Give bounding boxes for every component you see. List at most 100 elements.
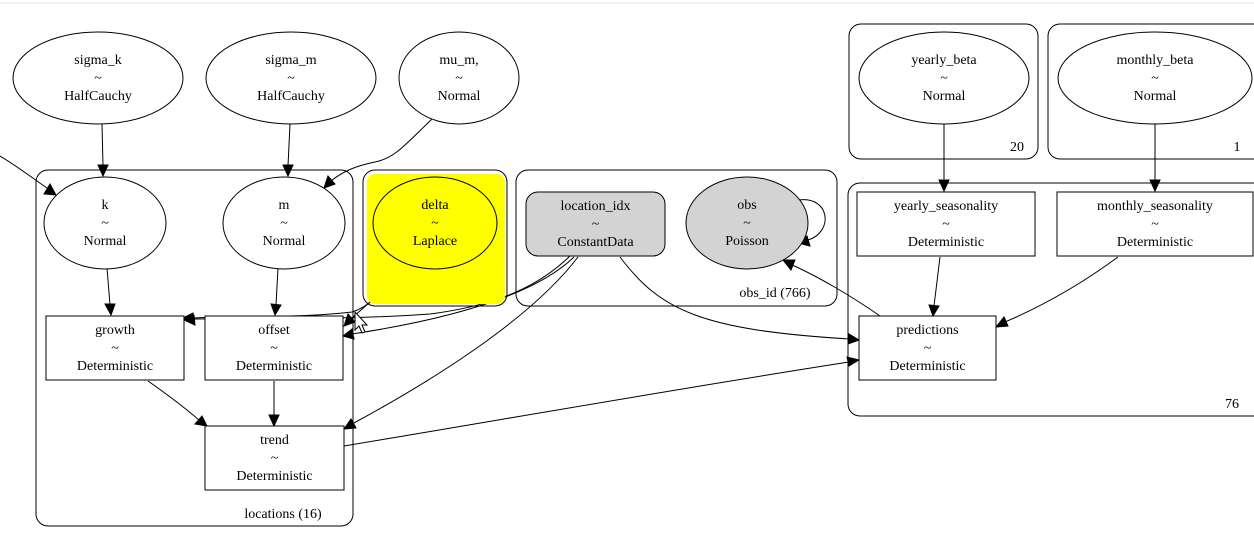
node-name: yearly_seasonality <box>894 199 998 214</box>
node-name: predictions <box>896 323 958 338</box>
node-shape <box>398 31 520 125</box>
node-separator: ~ <box>743 216 751 231</box>
node-m[interactable]: m~Normal <box>222 176 346 270</box>
node-shape <box>222 176 346 270</box>
edge-monthly-seasonality-predictions-arrow <box>994 316 1009 328</box>
node-monthly-seasonality[interactable]: monthly_seasonality~Deterministic <box>1056 191 1254 257</box>
edge-predictions-obs <box>791 264 881 317</box>
node-distribution: Deterministic <box>77 359 153 374</box>
node-separator: ~ <box>280 216 288 231</box>
node-distribution: Deterministic <box>236 359 312 374</box>
node-separator: ~ <box>270 341 278 356</box>
node-monthly-beta[interactable]: monthly_beta~Normal <box>1057 31 1253 125</box>
node-separator: ~ <box>431 216 439 231</box>
node-name: monthly_seasonality <box>1097 199 1213 214</box>
plate-predictions: 76 <box>847 182 1254 417</box>
node-separator: ~ <box>1151 71 1159 86</box>
node-separator: ~ <box>592 217 600 232</box>
node-yearly-seasonality[interactable]: yearly_seasonality ~ Deterministic <box>856 191 1036 257</box>
edge-sigma-k-k-arrow <box>97 164 109 178</box>
node-trend[interactable]: trend ~ Deterministic <box>204 425 345 491</box>
edge-m-offset <box>275 267 279 306</box>
edge-locidx-growth-arrow <box>182 314 196 326</box>
node-shape <box>43 176 167 270</box>
node-delta[interactable]: delta~Laplace <box>367 174 505 304</box>
node-separator: ~ <box>271 451 279 466</box>
node-shape <box>858 31 1030 125</box>
edge-offset-trend-arrow <box>268 414 280 428</box>
node-shape <box>204 425 345 491</box>
node-separator: ~ <box>940 71 948 86</box>
edge-locidx-trend-arrow <box>342 418 357 430</box>
mouse-cursor-icon <box>354 310 369 334</box>
node-distribution: Deterministic <box>889 359 965 374</box>
node-shape <box>372 176 498 270</box>
node-shape <box>12 31 184 125</box>
node-distribution: HalfCauchy <box>64 89 132 104</box>
node-name: obs <box>737 198 756 213</box>
node-shape <box>1056 191 1254 257</box>
node-name: offset <box>258 323 290 338</box>
node-distribution: Normal <box>263 234 306 249</box>
node-shape <box>685 176 809 270</box>
node-shape <box>856 191 1036 257</box>
node-distribution: Poisson <box>725 234 769 249</box>
edge-monthly-beta-seasonality-arrow <box>1149 179 1161 193</box>
edge-yearly-seasonality-predictions <box>933 256 941 307</box>
node-mu-m[interactable]: mu_m,~Normal <box>398 31 520 125</box>
edge-mu-m-m-arrow <box>323 175 336 189</box>
node-name: growth <box>95 323 135 338</box>
edges <box>0 118 1161 447</box>
node-shape <box>45 315 185 381</box>
edge-locidx-predictions-arrow <box>847 333 861 345</box>
node-name: k <box>102 198 109 213</box>
edge-obs-self <box>798 199 826 241</box>
node-predictions[interactable]: predictions~Deterministic <box>858 315 997 381</box>
edge-yearly-beta-seasonality-arrow <box>938 179 950 193</box>
node-shape <box>204 315 344 381</box>
edge-growth-trend <box>147 380 200 421</box>
edge-trend-predictions-arrow <box>846 356 861 367</box>
node-name: location_idx <box>561 199 631 214</box>
node-location-idx[interactable]: location_idx ~ ConstantData <box>525 191 666 257</box>
edge-external-k-arrow <box>43 182 57 196</box>
node-obs[interactable]: obs ~ Poisson <box>685 176 809 270</box>
node-name: trend <box>260 433 289 448</box>
edge-locidx-predictions <box>619 256 851 340</box>
node-name: mu_m, <box>439 53 478 68</box>
node-distribution: Normal <box>923 89 966 104</box>
edge-sigma-m-m-arrow <box>282 164 294 178</box>
plate-monthly: 1 <box>1047 23 1254 160</box>
node-name: sigma_k <box>74 53 121 68</box>
node-shape <box>205 31 377 125</box>
node-name: delta <box>421 198 449 213</box>
node-separator: ~ <box>942 217 950 232</box>
edge-m-offset-arrow <box>270 303 282 317</box>
node-separator: ~ <box>287 71 295 86</box>
plate-label-yearly: 20 <box>1010 140 1024 155</box>
edge-yearly-seasonality-predictions-arrow <box>928 304 940 318</box>
node-sigma-k[interactable]: sigma_k ~ HalfCauchy <box>12 31 184 125</box>
node-shape <box>858 315 997 381</box>
node-growth[interactable]: growth ~ Deterministic <box>45 315 185 381</box>
node-distribution: Deterministic <box>908 235 984 250</box>
plate-label-locations: locations (16) <box>244 507 322 522</box>
node-name: yearly_beta <box>911 53 977 68</box>
node-k[interactable]: k~Normal <box>43 176 167 270</box>
node-shape <box>1057 31 1253 125</box>
node-shape <box>525 191 666 257</box>
node-distribution: Deterministic <box>1117 235 1193 250</box>
node-yearly-beta[interactable]: yearly_beta ~ Normal <box>858 31 1030 125</box>
node-distribution: Deterministic <box>236 469 312 484</box>
node-offset[interactable]: offset ~ Deterministic <box>204 315 344 381</box>
edge-k-growth <box>106 267 111 306</box>
plate-obs-id: obs_id (766) <box>515 169 838 307</box>
node-sigma-m[interactable]: sigma_m~HalfCauchy <box>205 31 377 125</box>
node-distribution: ConstantData <box>557 235 634 250</box>
edge-sigma-k-k <box>101 123 104 167</box>
node-separator: ~ <box>94 71 102 86</box>
node-separator: ~ <box>111 341 119 356</box>
plate-locations: locations (16) <box>35 169 354 527</box>
edge-external-k <box>0 155 48 189</box>
